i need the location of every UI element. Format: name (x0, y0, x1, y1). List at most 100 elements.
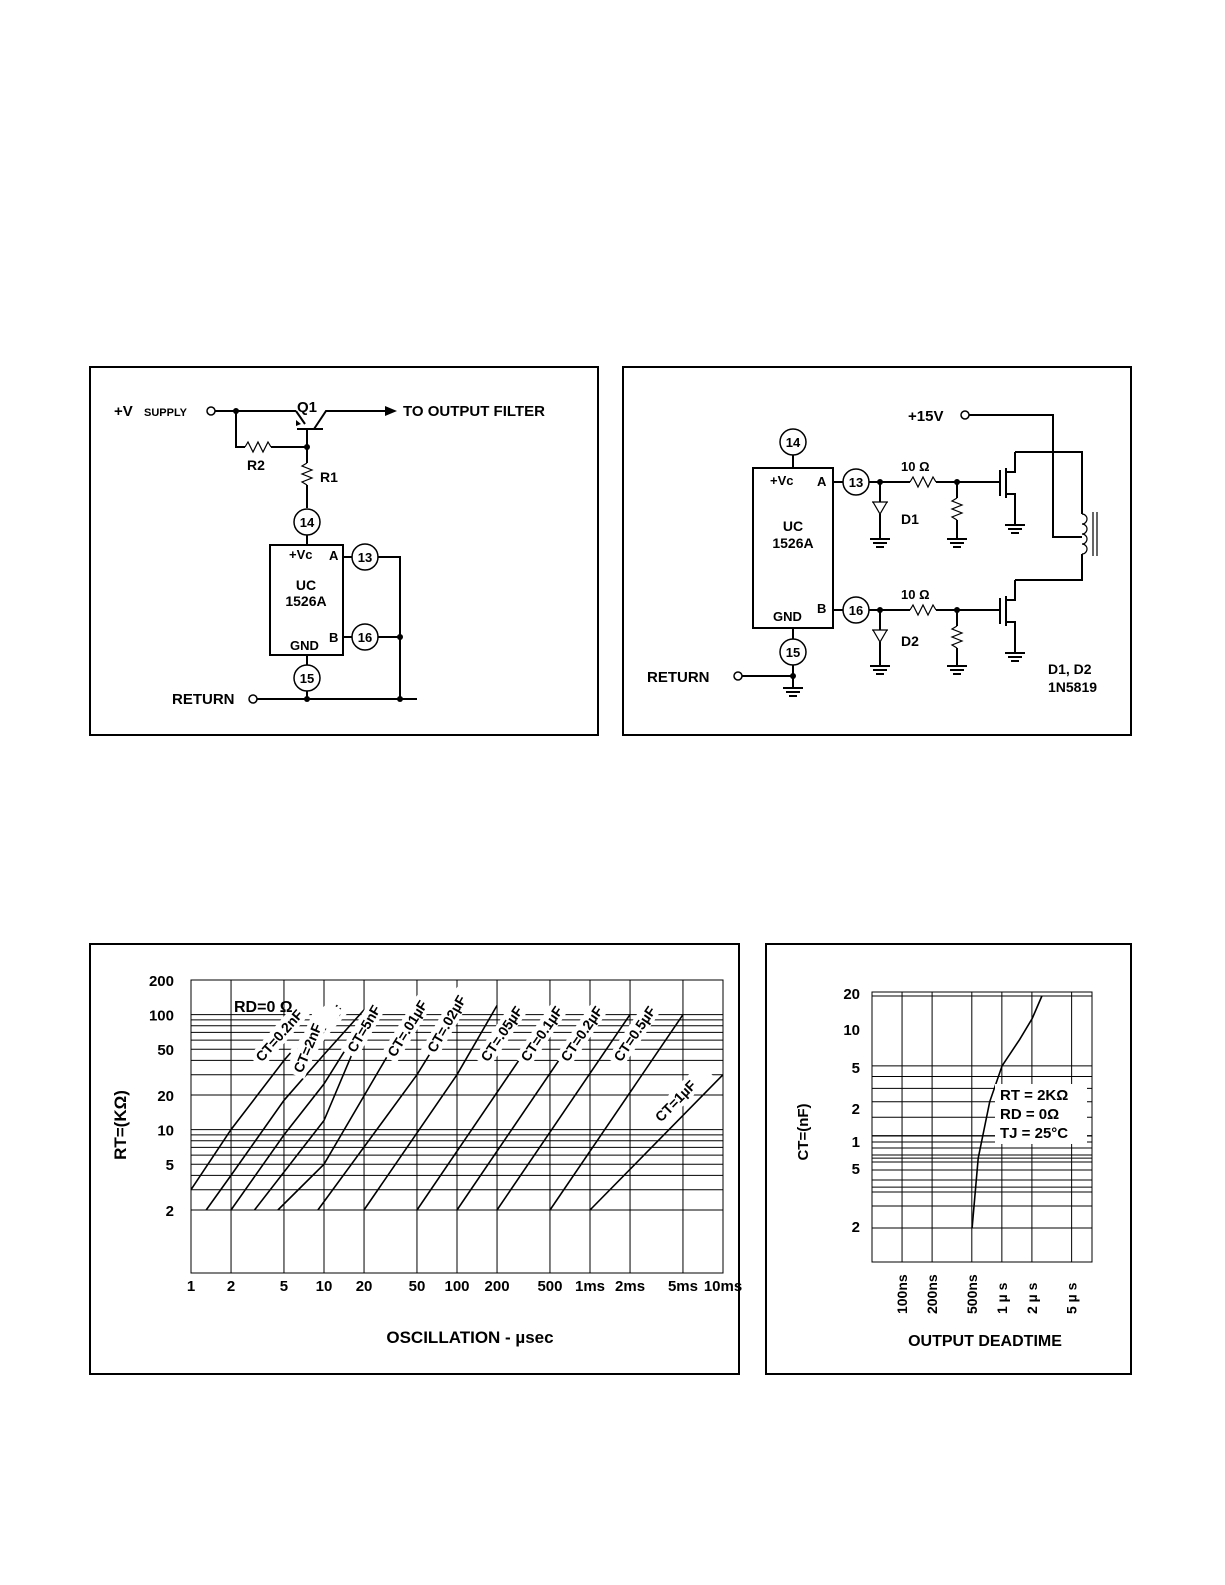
r2-resistor (244, 440, 272, 454)
supply-terminal (206, 406, 216, 416)
part-number: 1526A (772, 535, 813, 551)
chart-2-ylabel: CT=(nF) (795, 1103, 812, 1160)
chart-2-x-tick: 2 µ s (1024, 1282, 1040, 1314)
chart-1-annotation: RD=0 Ω (234, 999, 293, 1016)
chart-2-x-tick: 100ns (894, 1274, 910, 1314)
diode-note-line1: D1, D2 (1048, 661, 1092, 677)
chart-1-x-tick: 2 (227, 1278, 235, 1295)
chart-2-x-tick: 1 µ s (994, 1282, 1010, 1314)
chart-1-y-tick: 20 (157, 1088, 174, 1105)
to-output-filter-label: TO OUTPUT FILTER (403, 403, 545, 420)
figure-1-frame (89, 366, 599, 736)
supply-label: SUPPLY (144, 407, 188, 419)
chart-2-y-tick: 1 (852, 1134, 860, 1151)
svg-text:13: 13 (849, 475, 863, 490)
svg-text:UC: UC (783, 518, 803, 534)
svg-text:A: A (329, 548, 339, 563)
q1-transistor (295, 410, 385, 447)
part-number: 1526A (285, 593, 326, 609)
plus-15v-label: +15V (908, 408, 943, 425)
chart-1-y-tick: 5 (166, 1157, 174, 1174)
chart-2-x-tick: 200ns (924, 1274, 940, 1314)
return-label: RETURN (647, 669, 710, 686)
svg-text:15: 15 (300, 671, 314, 686)
return-terminal (248, 694, 258, 704)
chart-2-series-line (971, 995, 1043, 1229)
svg-text:16: 16 (849, 603, 863, 618)
chart-1-series-line (589, 1074, 724, 1211)
chart-1-x-tick: 500 (537, 1278, 562, 1295)
chart-1-frame (89, 943, 740, 1375)
r2-label: R2 (247, 457, 265, 473)
chart-2-y-tick: 10 (843, 1022, 860, 1039)
chart-1-x-tick: 20 (356, 1278, 373, 1295)
resistor-b (909, 603, 937, 617)
svg-text:15: 15 (786, 645, 800, 660)
svg-text:+Vc: +Vc (770, 473, 794, 488)
chart-1-x-tick: 100 (444, 1278, 469, 1295)
chart-2-y-tick: 5 (852, 1060, 860, 1077)
chart-1-series-label: CT=1µF (652, 1077, 700, 1125)
chart-1-xlabel: OSCILLATION - µsec (386, 1328, 553, 1347)
chart-1-y-tick: 10 (157, 1123, 174, 1140)
figure-1-pass-transistor-circuit: +V SUPPLY R2 Q1 TO OUTPUT FILTER R1 14 +… (89, 366, 599, 736)
chart-2-frame (765, 943, 1132, 1375)
diode-note-line2: 1N5819 (1048, 679, 1097, 695)
chart-1-ylabel: RT=(KΩ) (111, 1090, 130, 1160)
chart-1-x-tick: 10ms (704, 1278, 742, 1295)
q1-label: Q1 (297, 399, 317, 416)
chart-1-y-tick-labels: 2 5 10 20 50 100 200 (149, 973, 174, 1220)
svg-text:B: B (817, 601, 826, 616)
svg-text:GND: GND (773, 609, 802, 624)
resistor-b-label: 10 Ω (901, 587, 930, 602)
svg-text:13: 13 (358, 550, 372, 565)
chart-1-x-tick: 2ms (615, 1278, 645, 1295)
return-terminal (733, 671, 743, 681)
chart-2-plot-area (871, 991, 1093, 1263)
chart-1-x-tick: 200 (485, 1278, 510, 1295)
chart-1-x-tick: 50 (409, 1278, 426, 1295)
v15-terminal (960, 410, 970, 420)
figure-2-mosfet-drive-circuit: +15V 14 +Vc A UC 1526A B GND 13 10 Ω (622, 366, 1132, 736)
chart-1-series-line (253, 1025, 365, 1211)
chart-1-series-line (496, 1014, 631, 1211)
resistor-a-label: 10 Ω (901, 459, 930, 474)
r1-resistor (300, 462, 314, 486)
chart-1-y-tick: 200 (149, 973, 174, 990)
svg-text:14: 14 (300, 515, 315, 530)
chart-2-y-tick: 20 (843, 986, 860, 1003)
svg-text:UC: UC (296, 577, 316, 593)
chart-1-series-line (230, 1019, 365, 1211)
chart-1-oscillation: CT=0.2nFCT=0.5nFCT=1nFCT=2nFCT=5nFCT=.01… (89, 943, 742, 1375)
mosfet-b (999, 580, 1025, 662)
svg-text:16: 16 (358, 630, 372, 645)
svg-text:14: 14 (786, 435, 801, 450)
transformer (1015, 451, 1098, 581)
svg-text:D1: D1 (901, 511, 919, 527)
chart-1-y-tick: 100 (149, 1008, 174, 1025)
chart-1-x-tick: 5 (280, 1278, 288, 1295)
chart-1-y-tick: 2 (166, 1203, 174, 1220)
chart-1-series-line (277, 1005, 418, 1211)
chart-1-y-tick: 50 (157, 1042, 174, 1059)
condition-rt: RT = 2KΩ (1000, 1087, 1068, 1104)
svg-text:GND: GND (290, 638, 319, 653)
condition-tj: TJ = 25°C (1000, 1125, 1068, 1142)
chart-2-x-tick: 5 µ s (1064, 1282, 1080, 1314)
chart-2-xlabel: OUTPUT DEADTIME (908, 1333, 1062, 1350)
resistor-a (909, 475, 937, 489)
chart-1-series-line (363, 1005, 498, 1211)
chart-2-series (971, 995, 1043, 1229)
chart-1-series-line (549, 1014, 684, 1211)
output-arrow (385, 406, 397, 416)
vc-label: +Vc (289, 547, 313, 562)
chart-1-series-line (205, 1009, 365, 1211)
svg-text:A: A (817, 474, 827, 489)
chart-2-y-tick: 5 (852, 1161, 860, 1178)
figure-2-frame (622, 366, 1132, 736)
return-label: RETURN (172, 691, 235, 708)
mosfet-a (999, 452, 1025, 534)
